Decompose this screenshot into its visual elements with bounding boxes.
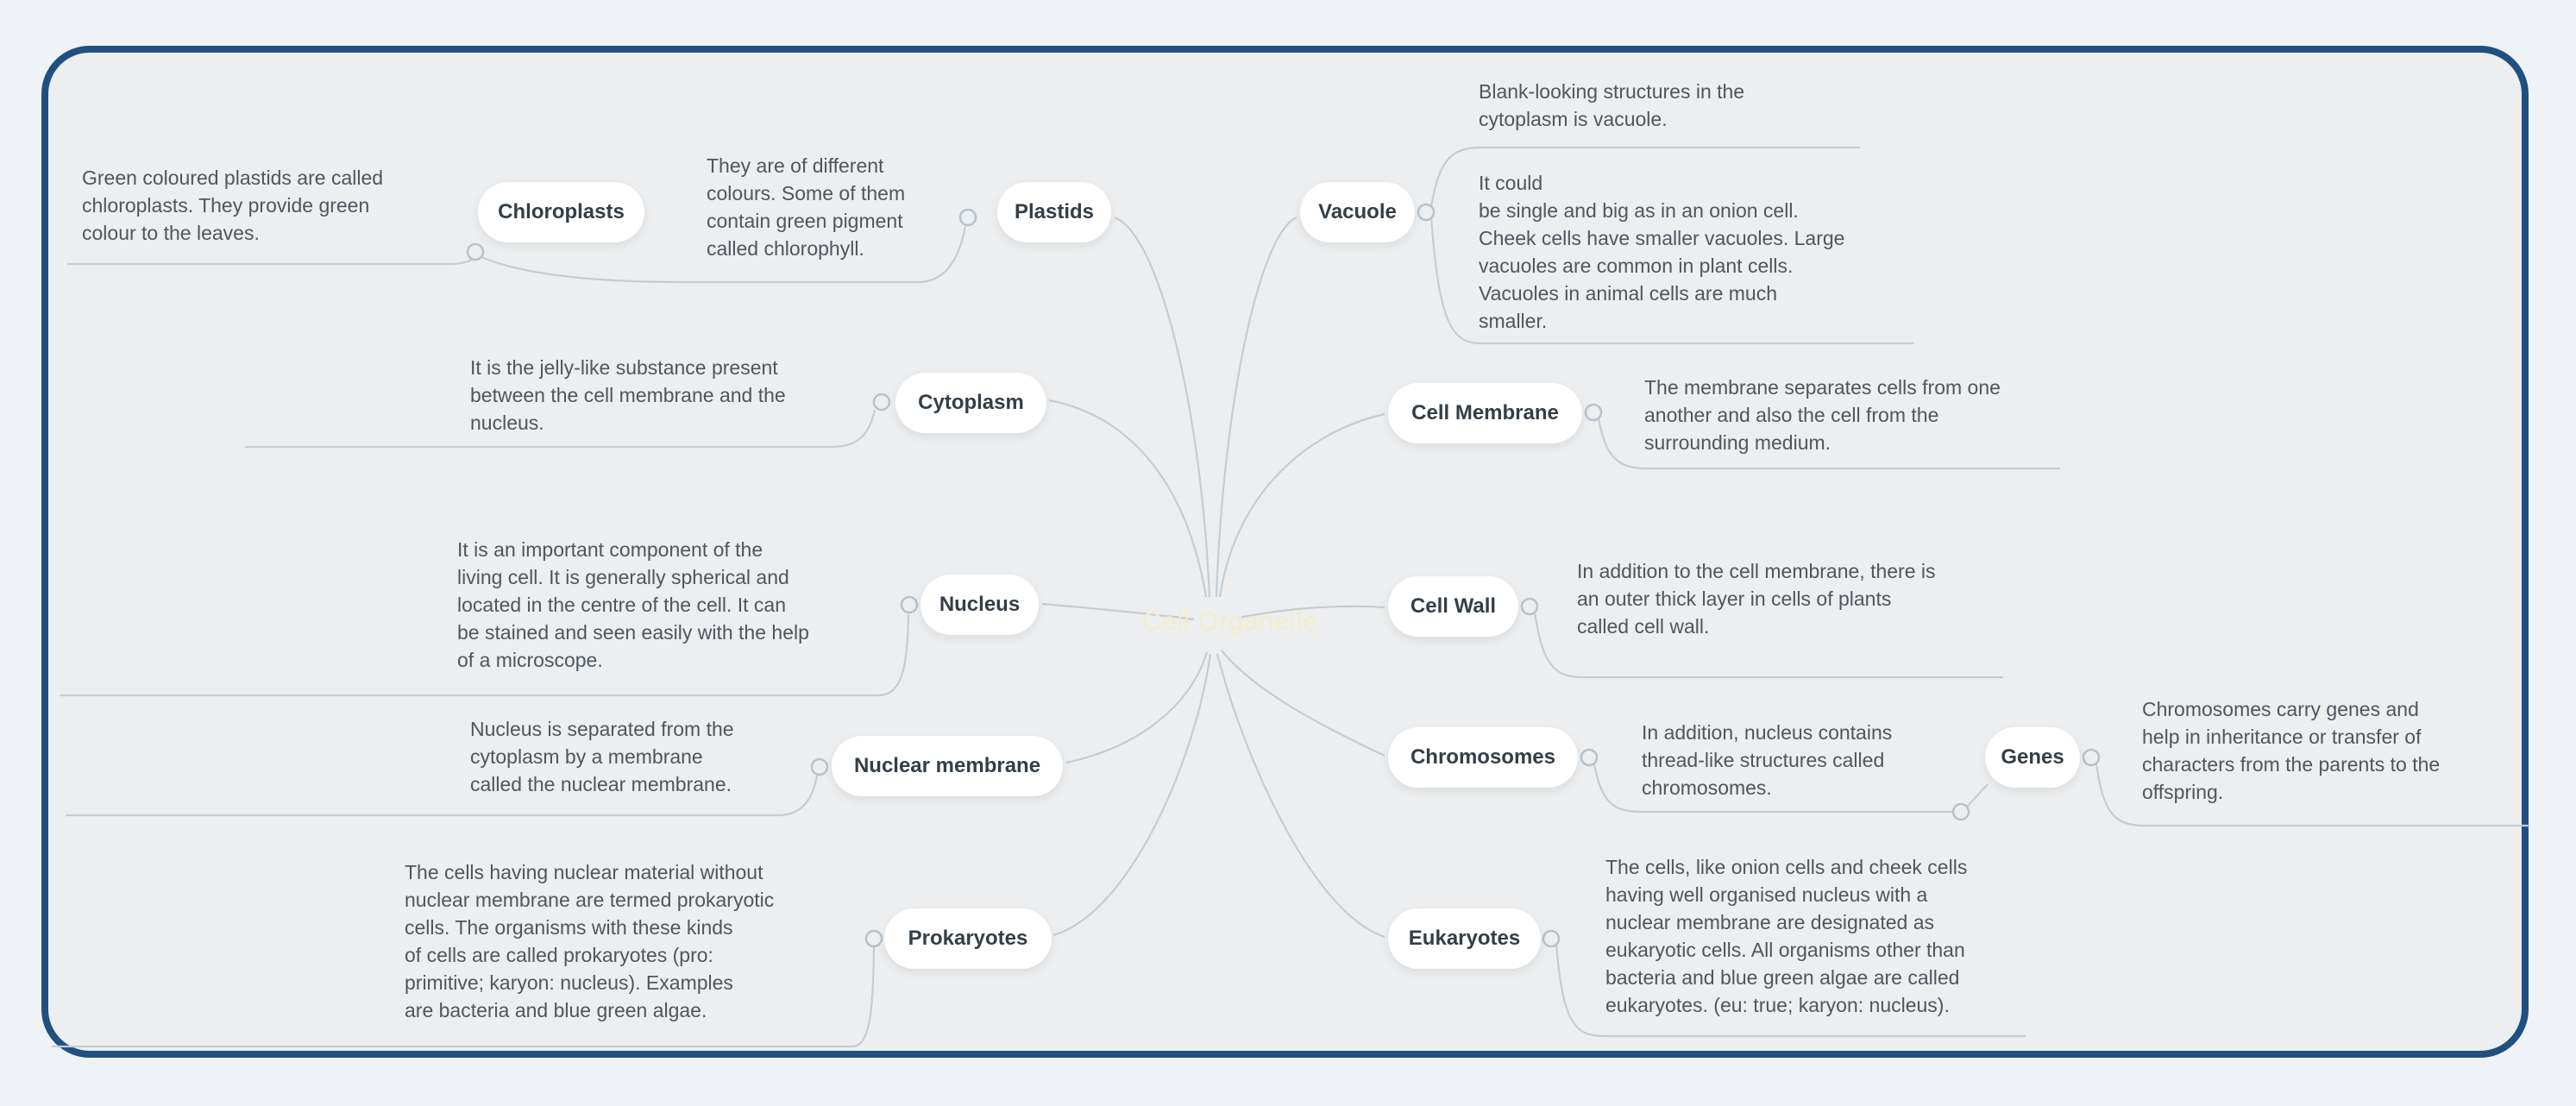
desc-eukaryotes[interactable]: The cells, like onion cells and cheek ce… bbox=[1605, 856, 1968, 1016]
node-eukaryotes[interactable]: Eukaryotes bbox=[1388, 908, 1541, 969]
node-genes[interactable]: Genes bbox=[1985, 727, 2080, 788]
node-vacuole[interactable]: Vacuole bbox=[1300, 182, 1415, 242]
desc-cell-wall[interactable]: In addition to the cell membrane, there … bbox=[1577, 560, 1936, 638]
node-chromosomes[interactable]: Chromosomes bbox=[1388, 727, 1578, 788]
node-cytoplasm[interactable]: Cytoplasm bbox=[895, 373, 1046, 433]
node-cell-wall[interactable]: Cell Wall bbox=[1388, 576, 1518, 637]
node-chloroplasts[interactable]: Chloroplasts bbox=[478, 182, 644, 242]
node-prokaryotes[interactable]: Prokaryotes bbox=[884, 908, 1052, 969]
node-plastids[interactable]: Plastids bbox=[997, 182, 1111, 242]
node-cell-membrane[interactable]: Cell Membrane bbox=[1388, 383, 1582, 443]
node-nucleus[interactable]: Nucleus bbox=[920, 575, 1039, 635]
node-nuclear-membrane[interactable]: Nuclear membrane bbox=[832, 736, 1063, 796]
desc-prokaryotes[interactable]: The cells having nuclear material withou… bbox=[405, 861, 775, 1021]
center-topic[interactable]: Cell Organelle bbox=[1142, 607, 1319, 636]
